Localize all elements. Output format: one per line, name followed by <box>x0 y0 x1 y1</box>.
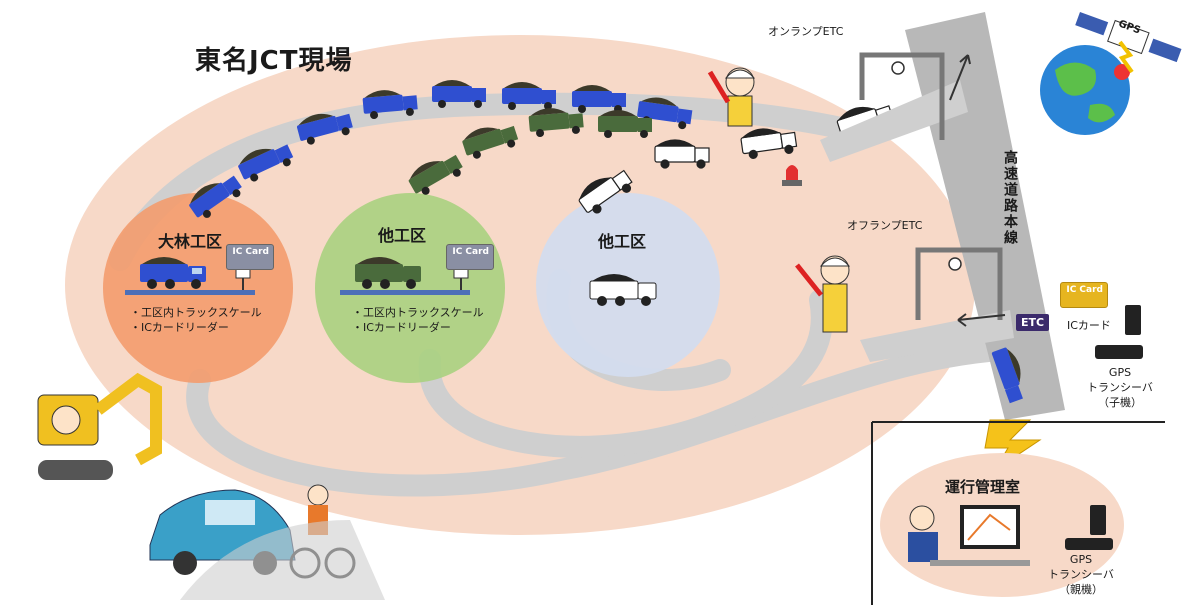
on-ramp-etc-label: オンランプETC <box>768 25 844 38</box>
zone-1-item: ・工区内トラックスケール <box>130 306 262 319</box>
street-area <box>180 520 385 600</box>
control-room-label: 運行管理室 <box>945 478 1021 496</box>
truck-in-zone-3 <box>589 274 657 306</box>
zone-1-item: ・ICカードリーダー <box>130 321 229 334</box>
truck-queue-blue <box>189 80 693 218</box>
gps-satellite-icon <box>1075 12 1182 63</box>
flagman-2 <box>795 255 851 333</box>
gps-child-line: （子機） <box>1098 396 1142 409</box>
page-title: 東名JCT現場 <box>195 46 353 76</box>
ic-card-label: ICカード <box>1067 319 1111 332</box>
globe-icon <box>1040 45 1130 135</box>
zone-1-title: 大林工区 <box>158 232 223 251</box>
truck-in-zone-2 <box>355 257 421 289</box>
operator-computer-icon <box>908 505 1030 566</box>
on-ramp-arrow <box>949 54 969 101</box>
zone-3-title: 他工区 <box>598 232 647 251</box>
truck-queue-white <box>578 105 894 214</box>
zone-2-item: ・工区内トラックスケール <box>352 306 484 319</box>
gps-parent-line: GPS <box>1069 553 1093 566</box>
highway-label: 高速道路本線 <box>1002 150 1018 246</box>
ic-card-badge-2: IC Card <box>446 244 494 270</box>
flagman-1 <box>707 67 756 127</box>
gps-parent-label: GPS トランシーバ （親機） <box>1043 552 1119 597</box>
gps-child-label: GPS トランシーバ （子機） <box>1085 365 1155 410</box>
gps-parent-line: トランシーバ <box>1048 568 1114 581</box>
off-ramp-arrow <box>957 313 1006 327</box>
excavator-icon <box>37 372 162 480</box>
truck-queue-green <box>408 108 652 195</box>
truck-scale-2 <box>340 290 470 295</box>
ic-card-badge-right: IC Card <box>1060 282 1108 308</box>
on-ramp-arrowhead <box>959 54 971 65</box>
gps-child-line: GPS <box>1108 366 1132 379</box>
on-ramp <box>820 80 968 162</box>
etc-gate-off <box>915 247 1003 320</box>
off-ramp-etc-label: オフランプETC <box>847 219 923 232</box>
off-ramp <box>860 310 1014 362</box>
etc-gate-on <box>859 52 945 140</box>
gps-child-line: トランシーバ <box>1087 381 1153 394</box>
zone-1-items: ・工区内トラックスケール ・ICカードリーダー <box>130 305 262 335</box>
car-icon <box>149 489 296 575</box>
control-room-border <box>871 421 1165 605</box>
zone-2-title: 他工区 <box>378 226 427 245</box>
gps-transceiver-parent-icon <box>1065 505 1113 550</box>
ic-card-badge-1: IC Card <box>226 244 274 270</box>
gps-parent-line: （親機） <box>1059 583 1103 596</box>
truck-scale-1 <box>125 290 255 295</box>
zone-2-item: ・ICカードリーダー <box>352 321 451 334</box>
highway-truck <box>991 347 1023 404</box>
gps-transceiver-child-icon <box>1095 305 1143 359</box>
zone-2-items: ・工区内トラックスケール ・ICカードリーダー <box>352 305 484 335</box>
warning-light-icon <box>782 165 802 186</box>
gps-signal-icon <box>1118 40 1134 74</box>
etc-badge: ETC <box>1016 314 1050 331</box>
